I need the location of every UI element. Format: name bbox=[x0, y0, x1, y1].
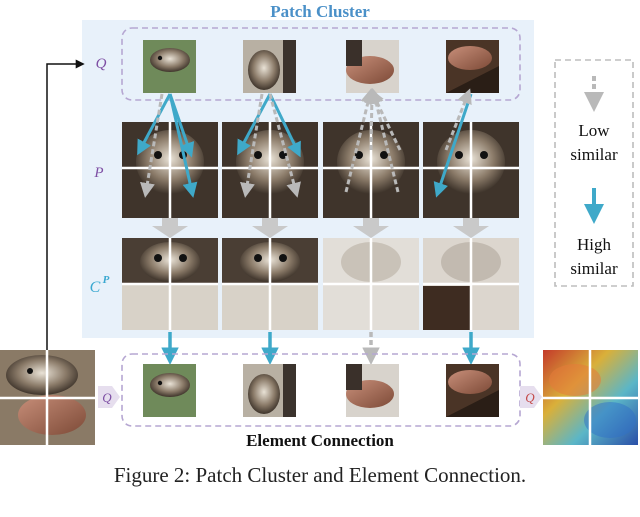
legend-high-line1: High bbox=[577, 235, 612, 254]
input-to-query-connector bbox=[46, 59, 85, 350]
legend-low-line1: Low bbox=[578, 121, 610, 140]
legend-box bbox=[554, 59, 634, 287]
output-chevron bbox=[520, 386, 542, 408]
query-patch-1 bbox=[143, 40, 196, 93]
output-q-label: Q bbox=[525, 390, 535, 405]
high-similarity-arrows bbox=[137, 93, 473, 198]
patch-grid-1 bbox=[122, 122, 218, 218]
patch-grid-2 bbox=[222, 122, 318, 218]
input-q-label: Q bbox=[102, 390, 112, 405]
query-patch-3 bbox=[346, 40, 399, 93]
output-patch-4 bbox=[446, 364, 499, 417]
patch-cluster-title: Patch Cluster bbox=[270, 2, 370, 21]
legend-high-line2: similar bbox=[570, 259, 618, 278]
connection-arrows bbox=[161, 332, 480, 365]
input-chevron bbox=[98, 386, 120, 408]
element-connection-title: Element Connection bbox=[246, 431, 394, 450]
output-patch-3 bbox=[346, 364, 399, 417]
patch-grid-3 bbox=[323, 122, 419, 218]
cluster-grid-2 bbox=[222, 238, 318, 330]
output-heatmap bbox=[543, 350, 638, 445]
query-patch-4 bbox=[446, 40, 499, 93]
input-image bbox=[0, 350, 95, 445]
patch-grid-4 bbox=[423, 122, 519, 218]
figure-caption: Figure 2: Patch Cluster and Element Conn… bbox=[113, 463, 527, 487]
cluster-grid-4 bbox=[423, 238, 519, 330]
cluster-grid-1 bbox=[122, 238, 218, 330]
query-patch-2 bbox=[243, 40, 296, 93]
legend-low-line2: similar bbox=[570, 145, 618, 164]
low-similarity-arrows bbox=[140, 88, 472, 198]
row-label-cp-sup: P bbox=[103, 274, 110, 286]
grey-flow-arrows bbox=[152, 218, 489, 238]
output-patch-2 bbox=[243, 364, 296, 417]
output-patch-1 bbox=[143, 364, 196, 417]
cluster-grid-3 bbox=[323, 238, 419, 330]
query-box-top bbox=[121, 27, 521, 101]
row-label-cp-base: C bbox=[90, 279, 101, 296]
row-label-q: Q bbox=[96, 56, 107, 72]
element-connection-box bbox=[121, 353, 521, 427]
row-label-p: P bbox=[93, 165, 103, 181]
